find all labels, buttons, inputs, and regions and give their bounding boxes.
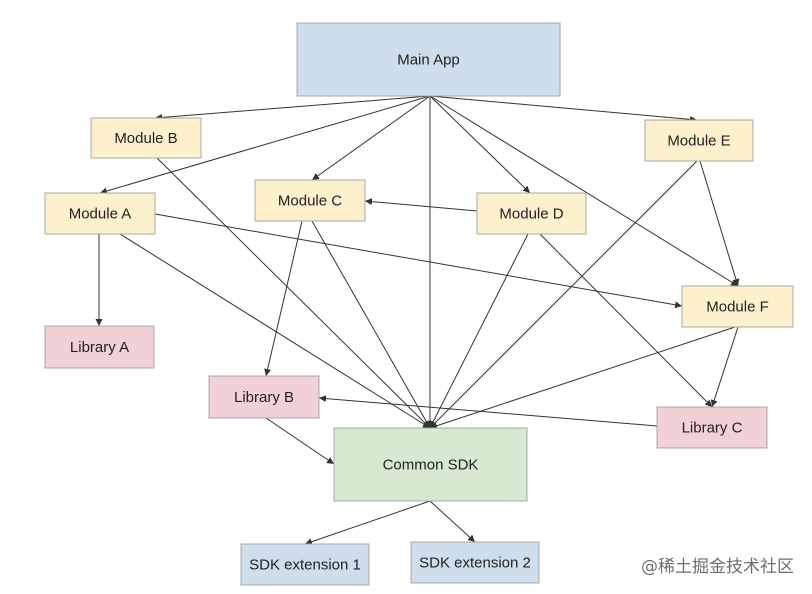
node-library-c: Library C [656, 406, 768, 449]
edge-module-b-to-common-sdk [156, 157, 431, 429]
edge-module-e-to-module-f [699, 160, 740, 287]
node-module-d: Module D [476, 192, 587, 235]
library-b-box [208, 375, 320, 419]
module-f-box [681, 285, 794, 328]
module-c-box [254, 179, 366, 222]
node-sdk-extension-1: SDK extension 1 [240, 543, 370, 586]
edge-module-d-to-module-c [364, 198, 478, 212]
node-library-b: Library B [208, 375, 320, 419]
main-app-label: Main App [397, 52, 460, 69]
edge-main-app-to-module-a [99, 95, 431, 195]
node-module-e: Module E [644, 119, 754, 162]
library-c-box [656, 406, 768, 449]
edge-library-c-to-library-b [318, 395, 658, 427]
edge-common-sdk-to-sdk-extension-1 [304, 500, 431, 546]
node-module-b: Module B [90, 117, 202, 159]
sdk-extension-1-box [240, 543, 370, 586]
library-a-label: Library A [70, 339, 129, 356]
module-a-label: Module A [69, 206, 132, 223]
common-sdk-label: Common SDK [383, 457, 479, 474]
module-d-box [476, 192, 587, 235]
common-sdk-box [333, 427, 528, 502]
edge-main-app-to-module-f [429, 95, 739, 287]
edge-module-a-to-common-sdk [119, 233, 431, 429]
module-b-box [90, 117, 202, 159]
edge-module-c-to-common-sdk [311, 220, 431, 429]
edge-module-a-to-module-f [154, 213, 683, 309]
edge-main-app-to-module-e [429, 95, 698, 123]
library-a-box [44, 325, 155, 369]
edge-module-d-to-library-c [539, 233, 713, 408]
module-f-label: Module F [706, 299, 769, 316]
node-library-a: Library A [44, 325, 155, 369]
module-d-label: Module D [499, 206, 563, 223]
edge-module-d-to-common-sdk [429, 233, 529, 429]
node-module-c: Module C [254, 179, 366, 222]
watermark-text: @稀土掘金技术社区 [641, 557, 794, 577]
module-e-label: Module E [667, 133, 730, 150]
library-c-label: Library C [682, 420, 743, 437]
edge-library-b-to-common-sdk [265, 417, 335, 465]
edge-module-c-to-library-b [264, 220, 303, 377]
sdk-extension-2-box [410, 541, 540, 584]
edges-layer [95, 95, 740, 546]
module-a-box [44, 192, 156, 235]
node-main-app: Main App [296, 22, 561, 97]
edge-common-sdk-to-sdk-extension-2 [429, 500, 476, 543]
edge-module-e-to-common-sdk [429, 160, 698, 429]
edge-main-app-to-module-b [154, 95, 431, 121]
module-e-box [644, 119, 754, 162]
node-module-f: Module F [681, 285, 794, 328]
edge-module-f-to-library-c [710, 326, 739, 408]
module-b-label: Module B [114, 130, 177, 147]
sdk-extension-1-label: SDK extension 1 [249, 557, 361, 574]
library-b-label: Library B [234, 389, 294, 406]
sdk-extension-2-label: SDK extension 2 [419, 555, 531, 572]
main-app-box [296, 22, 561, 97]
edge-main-app-to-module-c [311, 95, 431, 181]
node-sdk-extension-2: SDK extension 2 [410, 541, 540, 584]
edge-main-app-to-module-d [429, 95, 531, 194]
node-module-a: Module A [44, 192, 156, 235]
module-c-label: Module C [278, 193, 342, 210]
node-common-sdk: Common SDK [333, 427, 528, 502]
